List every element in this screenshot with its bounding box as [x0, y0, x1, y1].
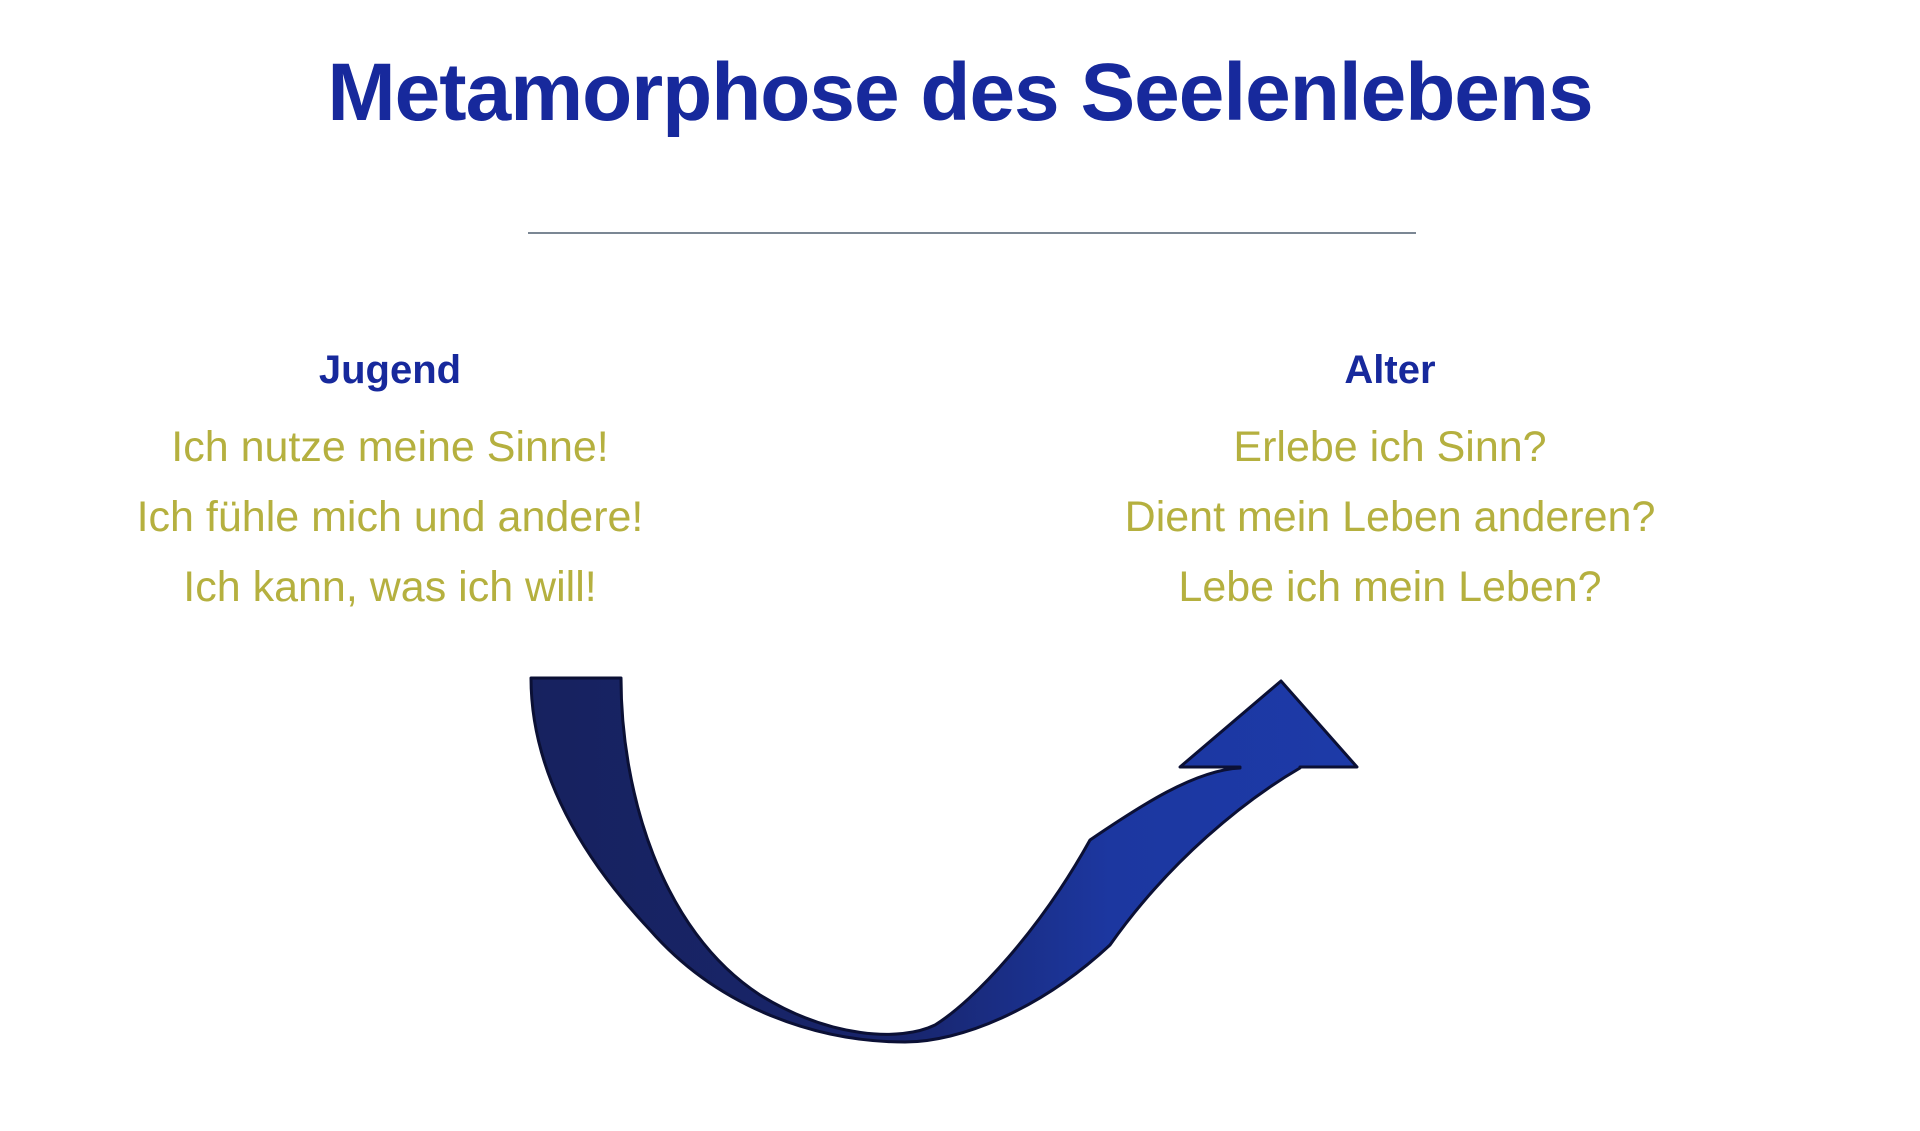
column-jugend: Jugend Ich nutze meine Sinne! Ich fühle … — [20, 346, 760, 622]
column-alter-heading: Alter — [1344, 348, 1436, 392]
column-jugend-line-3: Ich kann, was ich will! — [183, 563, 597, 611]
column-jugend-heading: Jugend — [318, 348, 462, 392]
title-divider — [528, 232, 1416, 234]
column-alter-line-3: Lebe ich mein Leben? — [1178, 563, 1602, 611]
column-jugend-line-2: Ich fühle mich und andere! — [136, 493, 644, 541]
column-jugend-line-1: Ich nutze meine Sinne! — [171, 423, 609, 471]
column-alter-line-2: Dient mein Leben anderen? — [1124, 493, 1656, 541]
column-alter: Alter Erlebe ich Sinn? Dient mein Leben … — [1020, 346, 1760, 622]
column-alter-line-1: Erlebe ich Sinn? — [1233, 423, 1547, 471]
arrow-path — [529, 676, 1359, 1044]
page-title: Metamorphose des Seelenlebens — [327, 47, 1593, 138]
